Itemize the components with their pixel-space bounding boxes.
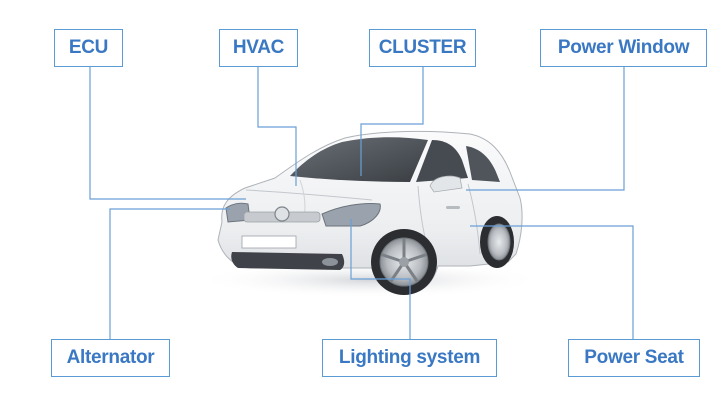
label-hvac: HVAC bbox=[219, 29, 298, 67]
windshield bbox=[290, 137, 428, 182]
label-power-seat: Power Seat bbox=[568, 339, 700, 377]
car-shadow bbox=[195, 262, 545, 298]
label-cluster: CLUSTER bbox=[369, 29, 476, 67]
brand-logo bbox=[274, 206, 290, 222]
lower-grille bbox=[231, 252, 345, 270]
leader-line-hvac bbox=[257, 67, 297, 186]
side-window-rear bbox=[466, 146, 500, 182]
leader-line-power-seat bbox=[470, 225, 634, 339]
label-lighting-system: Lighting system bbox=[322, 339, 497, 377]
label-alternator: Alternator bbox=[51, 339, 170, 377]
leader-lines bbox=[89, 67, 634, 339]
car-illustration bbox=[217, 130, 523, 295]
label-power-window: Power Window bbox=[540, 29, 707, 67]
license-plate bbox=[241, 235, 297, 249]
label-ecu: ECU bbox=[54, 29, 123, 67]
leader-line-lighting bbox=[350, 219, 411, 339]
side-window-front bbox=[416, 140, 468, 182]
leader-line-ecu bbox=[89, 67, 246, 200]
leader-line-cluster bbox=[360, 67, 424, 176]
leader-line-power-window bbox=[466, 67, 625, 191]
leader-line-alternator bbox=[109, 208, 230, 339]
side-mirror bbox=[429, 175, 463, 193]
rear-rim bbox=[487, 223, 511, 261]
headlight-right bbox=[321, 203, 381, 227]
